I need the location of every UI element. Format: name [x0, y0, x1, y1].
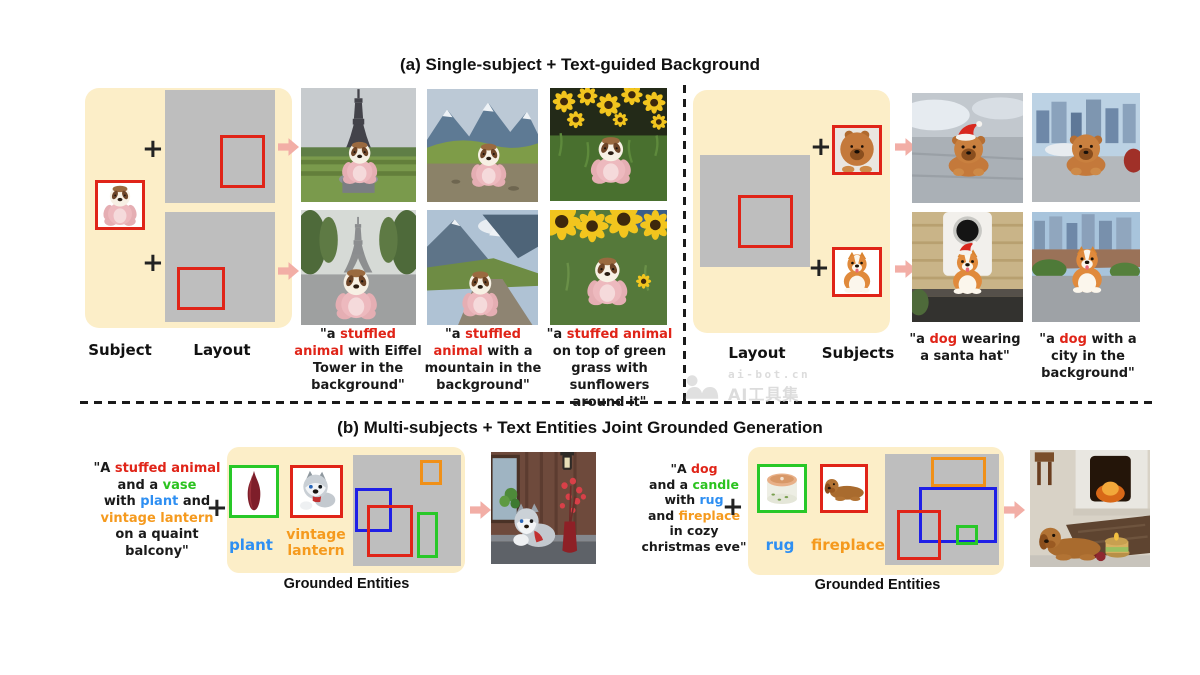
entity-thumb-stuffed-animal: [290, 465, 343, 518]
plus-sign: +: [808, 253, 830, 283]
result-image-sloth-eiffel-2: [301, 210, 416, 325]
watermark-site: ai-bot.cn: [728, 368, 811, 381]
result-image-fireplace: [1030, 450, 1150, 567]
dashed-divider-horizontal: [80, 401, 1158, 404]
result-image-sloth-sunflowers-1: [550, 88, 667, 201]
entity-label-vintage-lantern: vintage lantern: [286, 527, 346, 559]
subject-thumb-corgi: [832, 247, 882, 297]
layout-bbox-orange: [420, 460, 442, 485]
section-a-title: (a) Single-subject + Text-guided Backgro…: [399, 55, 761, 74]
flow-arrow-icon: [278, 138, 299, 156]
layout-bbox-blue: [355, 488, 392, 532]
subject-thumb-chow: [832, 125, 882, 175]
layout-canvas-1: [165, 90, 275, 203]
caption-santa-hat: "a dog wearing a santa hat": [909, 332, 1021, 364]
result-image-sloth-mountain-2: [427, 210, 538, 325]
layout-bbox-green: [417, 512, 438, 558]
layout-canvas-b-right: [885, 454, 999, 565]
layout-bbox-red: [738, 195, 793, 248]
flow-arrow-icon: [1004, 501, 1025, 519]
result-image-sloth-eiffel-1: [301, 88, 416, 202]
plus-sign: +: [722, 492, 744, 522]
section-b-title: (b) Multi-subjects + Text Entities Joint…: [337, 418, 823, 437]
entity-thumb-dog: [820, 464, 868, 513]
caption-sunflowers: "a stuffed animal on top of green grass …: [546, 327, 673, 410]
subject-label: Subject: [88, 341, 152, 359]
prompt-b-left: "A stuffed animal and a vase with plant …: [93, 461, 221, 559]
result-image-corgi-city: [1032, 212, 1140, 322]
layout-bbox-red: [220, 135, 265, 188]
entity-thumb-vase: [229, 465, 279, 518]
entity-label-rug: rug: [765, 536, 795, 554]
layout-bbox-red: [367, 505, 413, 557]
subject-thumb-sloth: [95, 180, 145, 230]
entity-thumb-candle: [757, 464, 807, 513]
result-image-corgi-santa: [912, 212, 1023, 322]
prompt-b-right: "A dog and a candle with rug and firepla…: [641, 461, 747, 554]
result-image-balcony: [491, 452, 596, 564]
flow-arrow-icon: [278, 262, 299, 280]
result-image-chow-city-1: [1032, 93, 1140, 202]
watermark-name: AI工具集: [728, 385, 800, 404]
subjects-label: Subjects: [821, 344, 895, 362]
dashed-divider-vertical: [683, 85, 686, 403]
entity-label-fireplace: fireplace: [811, 536, 885, 554]
plus-sign: +: [142, 134, 164, 164]
layout-canvas-b-left: [353, 455, 461, 566]
plus-sign: +: [206, 493, 228, 523]
layout-bbox-green: [956, 525, 978, 545]
layout-canvas-2: [165, 212, 275, 322]
flow-arrow-icon: [470, 501, 491, 519]
layout-canvas-3: [700, 155, 810, 267]
result-image-sloth-sunflowers-2: [550, 210, 667, 325]
grounded-entities-label: Grounded Entities: [814, 577, 941, 593]
grounded-entities-label: Grounded Entities: [283, 576, 410, 592]
caption-city: "a dog with a city in the background": [1039, 332, 1137, 381]
layout-bbox-red: [177, 267, 225, 310]
caption-mountain: "a stuffled animal with a mountain in th…: [424, 327, 542, 393]
layout-bbox-orange: [931, 457, 986, 487]
result-image-chow-santa: [912, 93, 1023, 203]
entity-label-plant: plant: [229, 536, 273, 554]
caption-eiffel: "a stuffled animal with Eiffel Tower in …: [294, 327, 422, 393]
watermark-logo-icon: [685, 375, 719, 399]
layout-label: Layout: [728, 344, 786, 362]
plus-sign: +: [810, 132, 832, 162]
layout-label: Layout: [193, 341, 251, 359]
plus-sign: +: [142, 248, 164, 278]
layout-bbox-red: [897, 510, 941, 560]
result-image-sloth-mountain-1: [427, 89, 538, 202]
